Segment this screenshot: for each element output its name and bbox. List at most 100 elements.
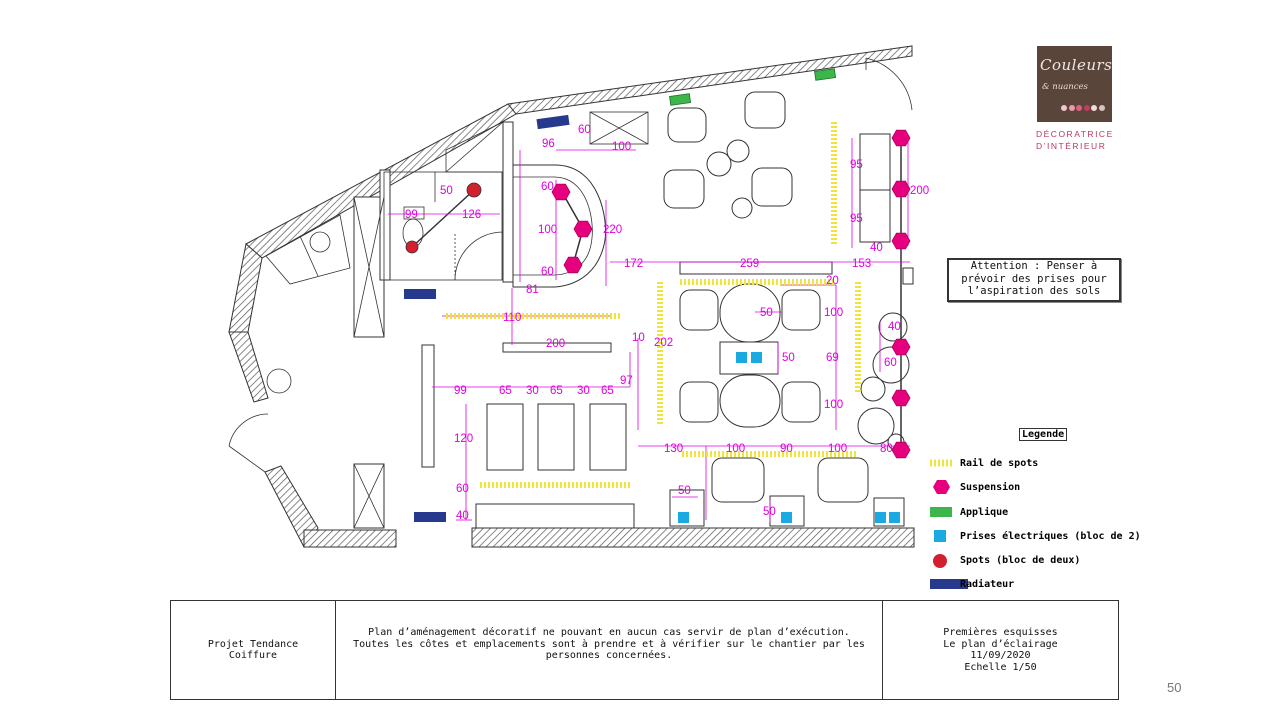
dim-label: 95 [850, 159, 863, 171]
logo-dot [1098, 105, 1105, 111]
outlet-icon [934, 529, 946, 542]
tagline-line: DÉCORATRICE [1036, 129, 1114, 139]
suspension-hexagon-icon [891, 389, 911, 407]
legend-item: Radiateur [930, 577, 1130, 601]
dim-label: 50 [763, 506, 776, 518]
dim-label: 60 [541, 181, 554, 193]
disclaimer: Plan d’aménagement décoratif ne pouvant … [336, 601, 883, 699]
dim-label: 99 [454, 385, 467, 397]
logo-sub: & nuances [1042, 82, 1088, 92]
dim-label: 30 [526, 385, 539, 397]
radiator-icon [930, 579, 968, 590]
title-block: Projet Tendance Coiffure Plan d’aménagem… [170, 600, 1119, 700]
dim-label: 97 [620, 375, 633, 387]
dimension-lines [388, 138, 910, 522]
spot-rail-icon [930, 459, 952, 467]
waiting-area-furniture [663, 91, 793, 219]
brand-logo: Couleurs & nuances [1037, 46, 1112, 122]
legend-item: Spots (bloc de deux) [930, 553, 1130, 577]
dimension-labels: 96 60 100 60 100 220 60 50 126 99 81 172… [405, 124, 929, 522]
legend-label: Spots (bloc de deux) [960, 555, 1081, 567]
legend-item: Applique [930, 505, 1130, 529]
legend: Rail de spots Suspension Applique Prises… [930, 456, 1141, 602]
dim-label: 126 [462, 209, 481, 221]
dim-label: 10 [632, 332, 645, 344]
dim-label: 50 [782, 352, 795, 364]
radiators [404, 114, 570, 522]
stage-line: Premières esquisses [943, 627, 1058, 638]
suspension-hexagon-icon [891, 338, 911, 356]
dim-label: 100 [612, 141, 631, 153]
suspension-hexagon-icon [891, 180, 911, 198]
dim-label: 20 [826, 275, 839, 287]
legend-title: Legende [1019, 428, 1068, 441]
dim-label: 172 [624, 258, 643, 270]
dim-label: 40 [870, 242, 883, 254]
dim-label: 50 [678, 485, 691, 497]
wash-basins [475, 342, 635, 529]
dim-label: 60 [578, 124, 591, 136]
project-line: Coiffure [228, 650, 278, 661]
dim-label: 65 [499, 385, 512, 397]
attention-note: Attention : Penser à prévoir des prises … [947, 258, 1121, 302]
attention-line: prévoir des prises pour [961, 272, 1107, 285]
dim-label: 96 [542, 138, 555, 150]
suspensions [551, 129, 911, 459]
suspension-hexagon-icon [891, 129, 911, 147]
dim-label: 95 [850, 213, 863, 225]
tagline-line: D’INTÉRIEUR [1036, 141, 1107, 151]
disclaimer-line: Toutes les côtes et emplacements sont à … [353, 638, 865, 650]
stage-line: Echelle 1/50 [964, 661, 1037, 673]
legend-label: Applique [960, 506, 1009, 518]
page-number: 50 [1167, 680, 1182, 695]
dim-label: 99 [405, 209, 418, 221]
dim-label: 259 [740, 258, 759, 270]
dim-label: 80 [880, 443, 893, 455]
dim-label: 153 [852, 258, 871, 270]
project-line: Projet Tendance [207, 638, 299, 650]
stage-line: 11/09/2020 [970, 650, 1031, 661]
dim-label: 90 [780, 443, 793, 455]
dim-label: 60 [456, 483, 469, 495]
disclaimer-line: personnes concernées. [545, 650, 673, 661]
legend-label: Rail de spots [960, 458, 1039, 469]
suspension-hexagon-icon [891, 232, 911, 250]
logo-dot [1076, 105, 1082, 111]
suspension-hexagon-icon [891, 441, 911, 459]
legend-item: Suspension [930, 480, 1130, 504]
legend-label: Suspension [960, 482, 1021, 494]
suspension-hexagon-icon [573, 220, 593, 238]
dim-label: 50 [440, 185, 453, 197]
dim-label: 100 [538, 224, 557, 236]
suspension-hexagon-icon [933, 480, 950, 495]
dim-label: 100 [726, 443, 745, 455]
dim-label: 130 [664, 443, 683, 455]
legend-label: Prises électriques (bloc de 2) [960, 530, 1141, 542]
dim-label: 30 [577, 385, 590, 397]
dim-label: 202 [654, 337, 673, 349]
dim-label: 40 [888, 321, 901, 333]
dim-label: 65 [601, 385, 614, 397]
logo-dot [1083, 105, 1090, 111]
reception-desk [512, 164, 607, 288]
stage-info: Premières esquisses Le plan d’éclairage … [883, 601, 1118, 699]
wall-light-icon [930, 506, 952, 517]
dim-label: 60 [884, 357, 897, 369]
attention-line: l’aspiration des sols [967, 285, 1101, 297]
dim-label: 40 [456, 510, 469, 522]
project-name: Projet Tendance Coiffure [171, 601, 336, 699]
spot-icon [933, 554, 947, 569]
disclaimer-line: Plan d’aménagement décoratif ne pouvant … [368, 627, 850, 638]
logo-dot [1068, 105, 1075, 111]
stage-line: Le plan d’éclairage [943, 638, 1058, 650]
spots [405, 182, 482, 254]
logo-dots [1061, 98, 1106, 116]
dim-label: 110 [503, 312, 521, 324]
legend-item: Rail de spots [930, 456, 1130, 480]
dim-label: 60 [541, 266, 554, 278]
dim-label: 50 [760, 307, 773, 319]
spot-rails [446, 122, 861, 488]
logo-tagline: DÉCORATRICE D’INTÉRIEUR [1036, 128, 1114, 152]
attention-line: Attention : Penser à [970, 260, 1098, 272]
dim-label: 81 [526, 284, 539, 296]
